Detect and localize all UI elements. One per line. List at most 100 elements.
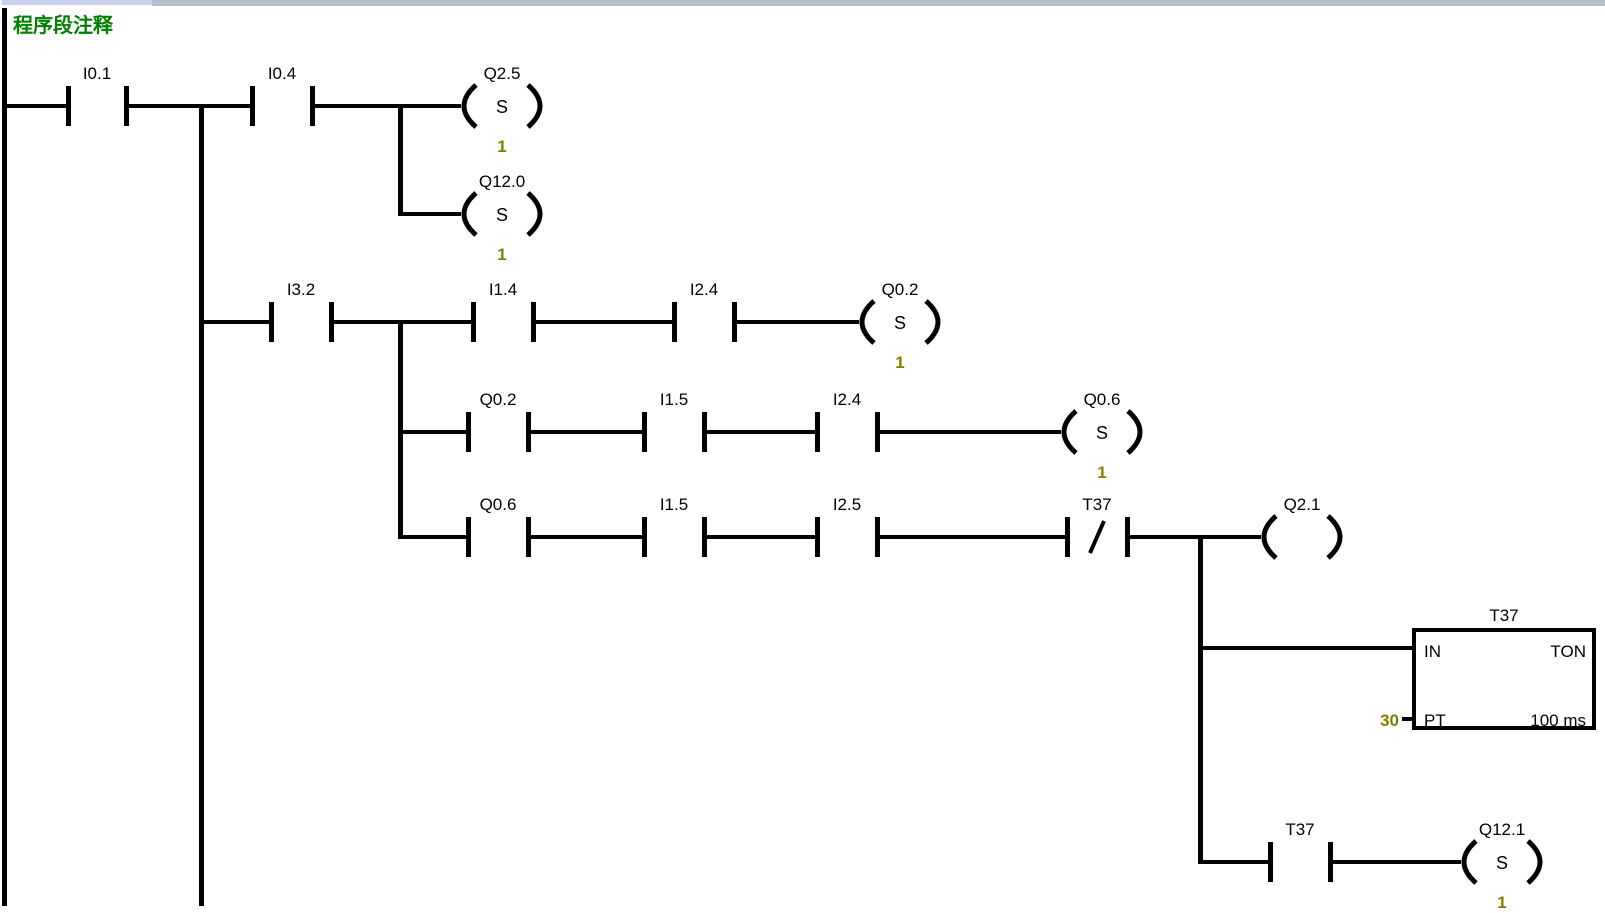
contact-bar [526,517,531,557]
contact-i1-5[interactable]: I1.5 [642,390,707,452]
contact-i1-4[interactable]: I1.4 [471,280,536,342]
contact-i3-2[interactable]: I3.2 [269,280,334,342]
contact-i0-1[interactable]: I0.1 [66,64,129,126]
coil-param: 1 [1097,463,1106,482]
timer-pt-pin-label: PT [1424,711,1446,730]
wire [1203,646,1414,650]
top-edge-accent [2,0,152,5]
contact-i1-5[interactable]: I1.5 [642,495,707,557]
contact-q0-2[interactable]: Q0.2 [466,390,531,452]
contact-bar [815,412,820,452]
coil-left-paren [1261,514,1278,560]
rung-3: Q0.2 I1.5 I2.4 S Q0.6 1 [403,390,1143,482]
operand-label: T37 [1082,495,1111,514]
contact-bar [702,517,707,557]
wire [536,320,672,324]
coil-left-paren [461,83,478,129]
contact-bar [124,86,129,126]
contact-bar [526,412,531,452]
coil-param: 1 [497,245,506,264]
contact-bar [1268,842,1273,882]
branch-rail-vertical [199,104,204,906]
wire [707,535,815,539]
operand-label: Q0.2 [882,280,919,299]
coil-left-paren [859,299,876,345]
coil-param: 1 [1497,893,1506,912]
wire [880,430,1061,434]
branch-vertical [398,104,403,216]
top-edge-bar [152,0,1605,6]
set-coil-q12-0[interactable]: S Q12.0 1 [461,172,543,264]
timer-name-label: T37 [1489,606,1518,625]
set-coil-q12-1[interactable]: S Q12.1 1 [1461,820,1543,912]
operand-label: I0.4 [268,64,296,83]
wire [531,535,642,539]
wire [1130,535,1261,539]
operand-label: I2.4 [690,280,718,299]
network-comment[interactable]: 程序段注释 [13,13,114,37]
contact-bar [642,517,647,557]
set-coil-q2-5[interactable]: S Q2.5 1 [461,64,543,156]
contact-i0-4[interactable]: I0.4 [250,64,315,126]
contact-bar [1065,517,1070,557]
rung-5: T37 S Q12.1 1 [1203,820,1543,912]
wire [737,320,859,324]
nc-contact-t37[interactable]: T37 [1065,495,1130,557]
operand-label: Q12.1 [1479,820,1525,839]
ton-timer-box-t37[interactable]: T37 IN TON PT 100 ms 30 [1380,606,1596,730]
contact-bar [66,86,71,126]
set-coil-q0-6[interactable]: S Q0.6 1 [1061,390,1143,482]
operand-label: Q0.2 [480,390,517,409]
coil-right-paren [1126,409,1143,455]
set-coil-q0-2[interactable]: S Q0.2 1 [859,280,941,372]
wire [403,430,466,434]
contact-bar [875,412,880,452]
contact-t37[interactable]: T37 [1268,820,1333,882]
coil-left-paren [1461,839,1478,885]
timer-preset-value[interactable]: 30 [1380,711,1399,730]
contact-bar [672,302,677,342]
wire [204,320,269,324]
rung-2: I3.2 I1.4 I2.4 S Q0.2 1 [204,280,941,372]
contact-i2-4[interactable]: I2.4 [672,280,737,342]
contact-bar [1328,842,1333,882]
wire [707,430,815,434]
wire [403,212,461,216]
contact-bar [642,412,647,452]
coil-function: S [894,313,906,333]
coil-function: S [496,205,508,225]
rung-1-branch: S Q12.0 1 [398,104,543,264]
wire [7,104,66,108]
contact-bar [1125,517,1130,557]
timer-branch: T37 IN TON PT 100 ms 30 [1203,606,1596,730]
operand-label: Q0.6 [480,495,517,514]
coil-param: 1 [497,137,506,156]
timer-box-outline [1412,628,1596,730]
contact-bar [702,412,707,452]
contact-bar [531,302,536,342]
wire [129,104,250,108]
operand-label: I2.5 [833,495,861,514]
output-coil-q2-1[interactable]: Q2.1 [1261,495,1343,560]
wire [1203,860,1268,864]
contact-q0-6[interactable]: Q0.6 [466,495,531,557]
contact-i2-5[interactable]: I2.5 [815,495,880,557]
nc-slash [1088,520,1106,554]
contact-bar [875,517,880,557]
coil-right-paren [1526,839,1543,885]
coil-right-paren [526,83,543,129]
coil-function: S [1496,853,1508,873]
operand-label: Q2.1 [1284,495,1321,514]
contact-bar [815,517,820,557]
operand-label: I3.2 [287,280,315,299]
contact-bar [310,86,315,126]
timer-type-label: TON [1550,642,1586,661]
wire [315,104,461,108]
contact-bar [732,302,737,342]
contact-i2-4[interactable]: I2.4 [815,390,880,452]
wire [403,535,466,539]
coil-right-paren [924,299,941,345]
coil-left-paren [1061,409,1078,455]
branch-vertical [1198,535,1203,864]
